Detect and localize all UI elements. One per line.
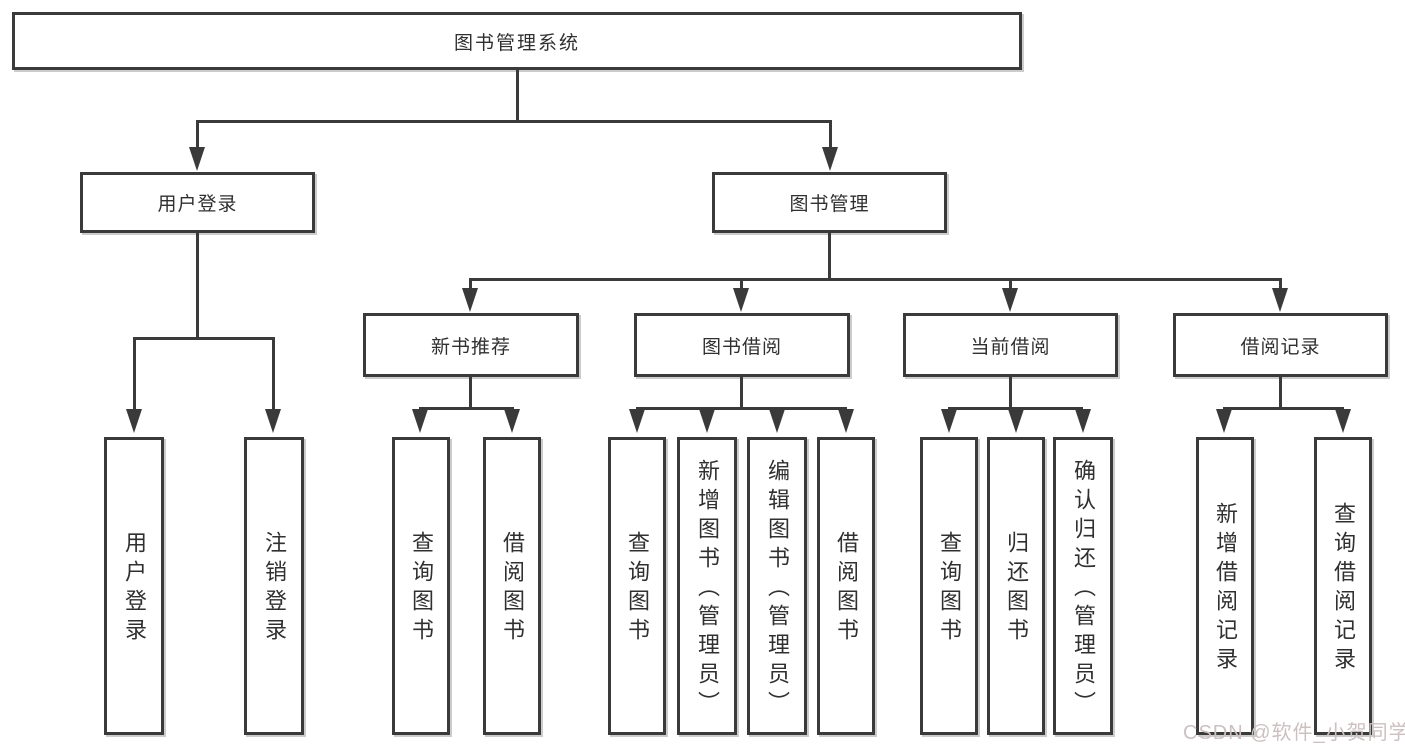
arrow-down-icon <box>1002 288 1018 312</box>
arrow-down-icon <box>838 409 854 433</box>
arrow-down-icon <box>126 409 142 433</box>
connector-current-stem <box>1009 377 1012 407</box>
connector-borrow-stem <box>740 377 743 407</box>
connector-record-stem <box>1279 377 1282 407</box>
node-new-book-recommend: 新书推荐 <box>363 313 579 377</box>
connector-current-rail <box>948 407 1083 410</box>
leaf-confirm-return-admin: 确认归还（管理员） <box>1053 437 1113 735</box>
arrow-down-icon <box>733 288 749 312</box>
arrow-down-icon <box>1008 409 1024 433</box>
leaf-user-login: 用户登录 <box>104 437 164 735</box>
leaf-query-book-recommend: 查询图书 <box>392 437 450 735</box>
leaf-query-book-borrow: 查询图书 <box>608 437 666 735</box>
connector-borrow-rail <box>636 407 847 410</box>
leaf-query-borrow-record: 查询借阅记录 <box>1314 437 1372 735</box>
arrow-down-icon <box>462 288 478 312</box>
connector-root-rail <box>196 120 832 123</box>
arrow-down-icon <box>1075 409 1091 433</box>
connector-to-borrow <box>740 278 743 290</box>
connector-login-to-leaf2 <box>272 337 275 410</box>
connector-root-stem <box>516 70 519 120</box>
connector-login-to-leaf1 <box>133 337 136 410</box>
node-library-management-system: 图书管理系统 <box>12 12 1022 70</box>
arrow-down-icon <box>504 409 520 433</box>
arrow-down-icon <box>412 409 428 433</box>
node-user-login: 用户登录 <box>80 172 315 233</box>
arrow-down-icon <box>699 409 715 433</box>
node-current-borrow: 当前借阅 <box>903 313 1118 377</box>
arrow-down-icon <box>1272 288 1288 312</box>
connector-record-rail <box>1223 407 1344 410</box>
arrow-down-icon <box>822 147 838 171</box>
arrow-down-icon <box>941 409 957 433</box>
connector-to-recommend <box>469 278 472 290</box>
connector-login-stem <box>196 233 199 337</box>
leaf-borrow-book: 借阅图书 <box>817 437 875 735</box>
connector-recommend-rail <box>419 407 514 410</box>
connector-management-stem <box>828 233 831 278</box>
leaf-return-book: 归还图书 <box>987 437 1045 735</box>
arrow-down-icon <box>629 409 645 433</box>
arrow-down-icon <box>769 409 785 433</box>
connector-root-to-login <box>196 120 199 148</box>
csdn-watermark: CSDN @软件_小贺同学 <box>1183 722 1405 744</box>
connector-to-current <box>1009 278 1012 290</box>
arrow-down-icon <box>1216 409 1232 433</box>
leaf-borrow-book-recommend: 借阅图书 <box>483 437 541 735</box>
leaf-add-borrow-record: 新增借阅记录 <box>1196 437 1254 735</box>
leaf-edit-book-admin: 编辑图书（管理员） <box>747 437 807 735</box>
arrow-down-icon <box>1335 409 1351 433</box>
connector-recommend-stem <box>469 377 472 407</box>
connector-root-to-management <box>829 120 832 148</box>
connector-to-record <box>1279 278 1282 290</box>
node-book-borrow: 图书借阅 <box>634 313 850 377</box>
connector-login-rail <box>133 337 275 340</box>
arrow-down-icon <box>189 147 205 171</box>
leaf-query-book-current: 查询图书 <box>920 437 978 735</box>
connector-management-rail <box>469 278 1282 281</box>
node-borrow-record: 借阅记录 <box>1173 313 1388 377</box>
leaf-add-book-admin: 新增图书（管理员） <box>677 437 737 735</box>
leaf-logout-login: 注销登录 <box>244 437 304 735</box>
node-book-management: 图书管理 <box>712 172 947 233</box>
arrow-down-icon <box>265 409 281 433</box>
